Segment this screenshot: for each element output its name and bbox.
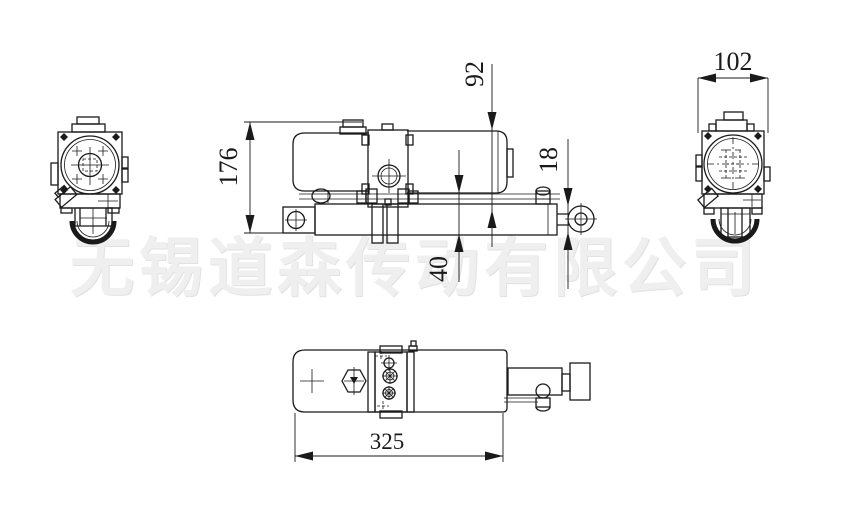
angle-fitting: [696, 187, 720, 209]
side-view: [282, 119, 597, 244]
rear-view: [695, 111, 771, 244]
dim-label-18: 18: [534, 147, 563, 173]
dimension-rod-end-width: 18: [534, 139, 573, 289]
dim-label-325: 325: [370, 429, 405, 454]
front-view: [50, 116, 129, 245]
angle-fitting: [54, 184, 78, 209]
dimension-overall-height: 176: [214, 121, 362, 234]
company-watermark: 无锡道森传动有限公司: [70, 232, 760, 304]
dimension-body-width: 102: [697, 47, 769, 133]
plan-view: [292, 340, 591, 419]
dimension-axis-to-base: 40: [424, 150, 464, 282]
dimension-top-to-rod-axis: 92: [460, 61, 497, 247]
dim-label-40: 40: [424, 256, 453, 282]
dim-label-176: 176: [214, 148, 243, 187]
dim-label-102: 102: [714, 47, 753, 76]
dimension-overall-length: 325: [294, 413, 504, 462]
dim-label-92: 92: [460, 61, 489, 87]
